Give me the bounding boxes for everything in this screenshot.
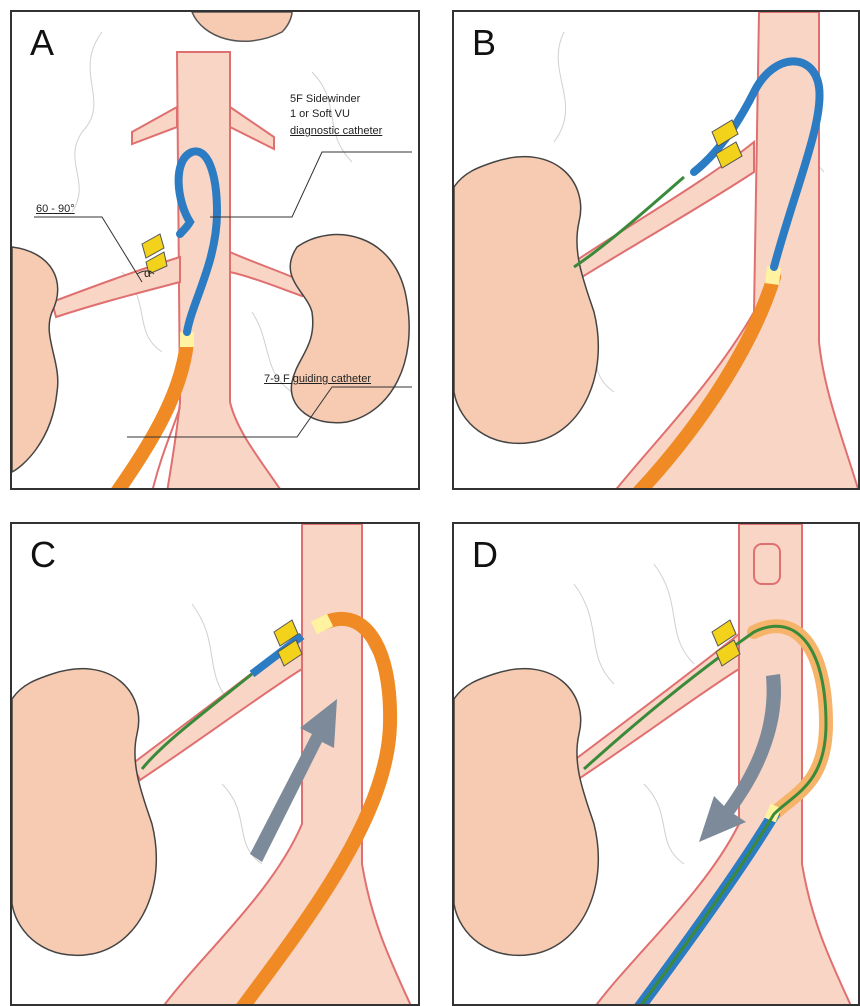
diagnostic-label-line2: 1 or Soft VU [290,107,350,122]
panel-d: D [452,522,860,1006]
panel-label-c: C [30,534,56,576]
panel-d-drawing [454,524,860,1006]
kidney [454,157,598,444]
diagnostic-leader-line [210,152,412,217]
diagnostic-label-line1: 5F Sidewinder [290,92,360,107]
panel-b-drawing [454,12,860,490]
panel-a-drawing [12,12,420,490]
stent [712,120,738,146]
angle-label: 60 - 90° [36,202,75,217]
heart-base [192,12,292,41]
panel-c: C [10,522,420,1006]
panel-c-drawing [12,524,420,1006]
kidney [454,669,598,956]
aorta [162,524,412,1006]
kidney-right [290,235,409,423]
panel-b: B [452,10,860,490]
upper-branch [754,544,780,584]
kidney [12,669,156,956]
panel-label-b: B [472,22,496,64]
panel-label-a: A [30,22,54,64]
alpha-label: α [144,266,151,281]
panel-a: A 5F Sidewinder 1 or Soft VU diagnostic … [10,10,420,490]
guiding-label: 7-9 F guiding catheter [264,372,371,387]
diagnostic-label-line3: diagnostic catheter [290,124,382,139]
panel-label-d: D [472,534,498,576]
kidney-left [12,247,58,472]
